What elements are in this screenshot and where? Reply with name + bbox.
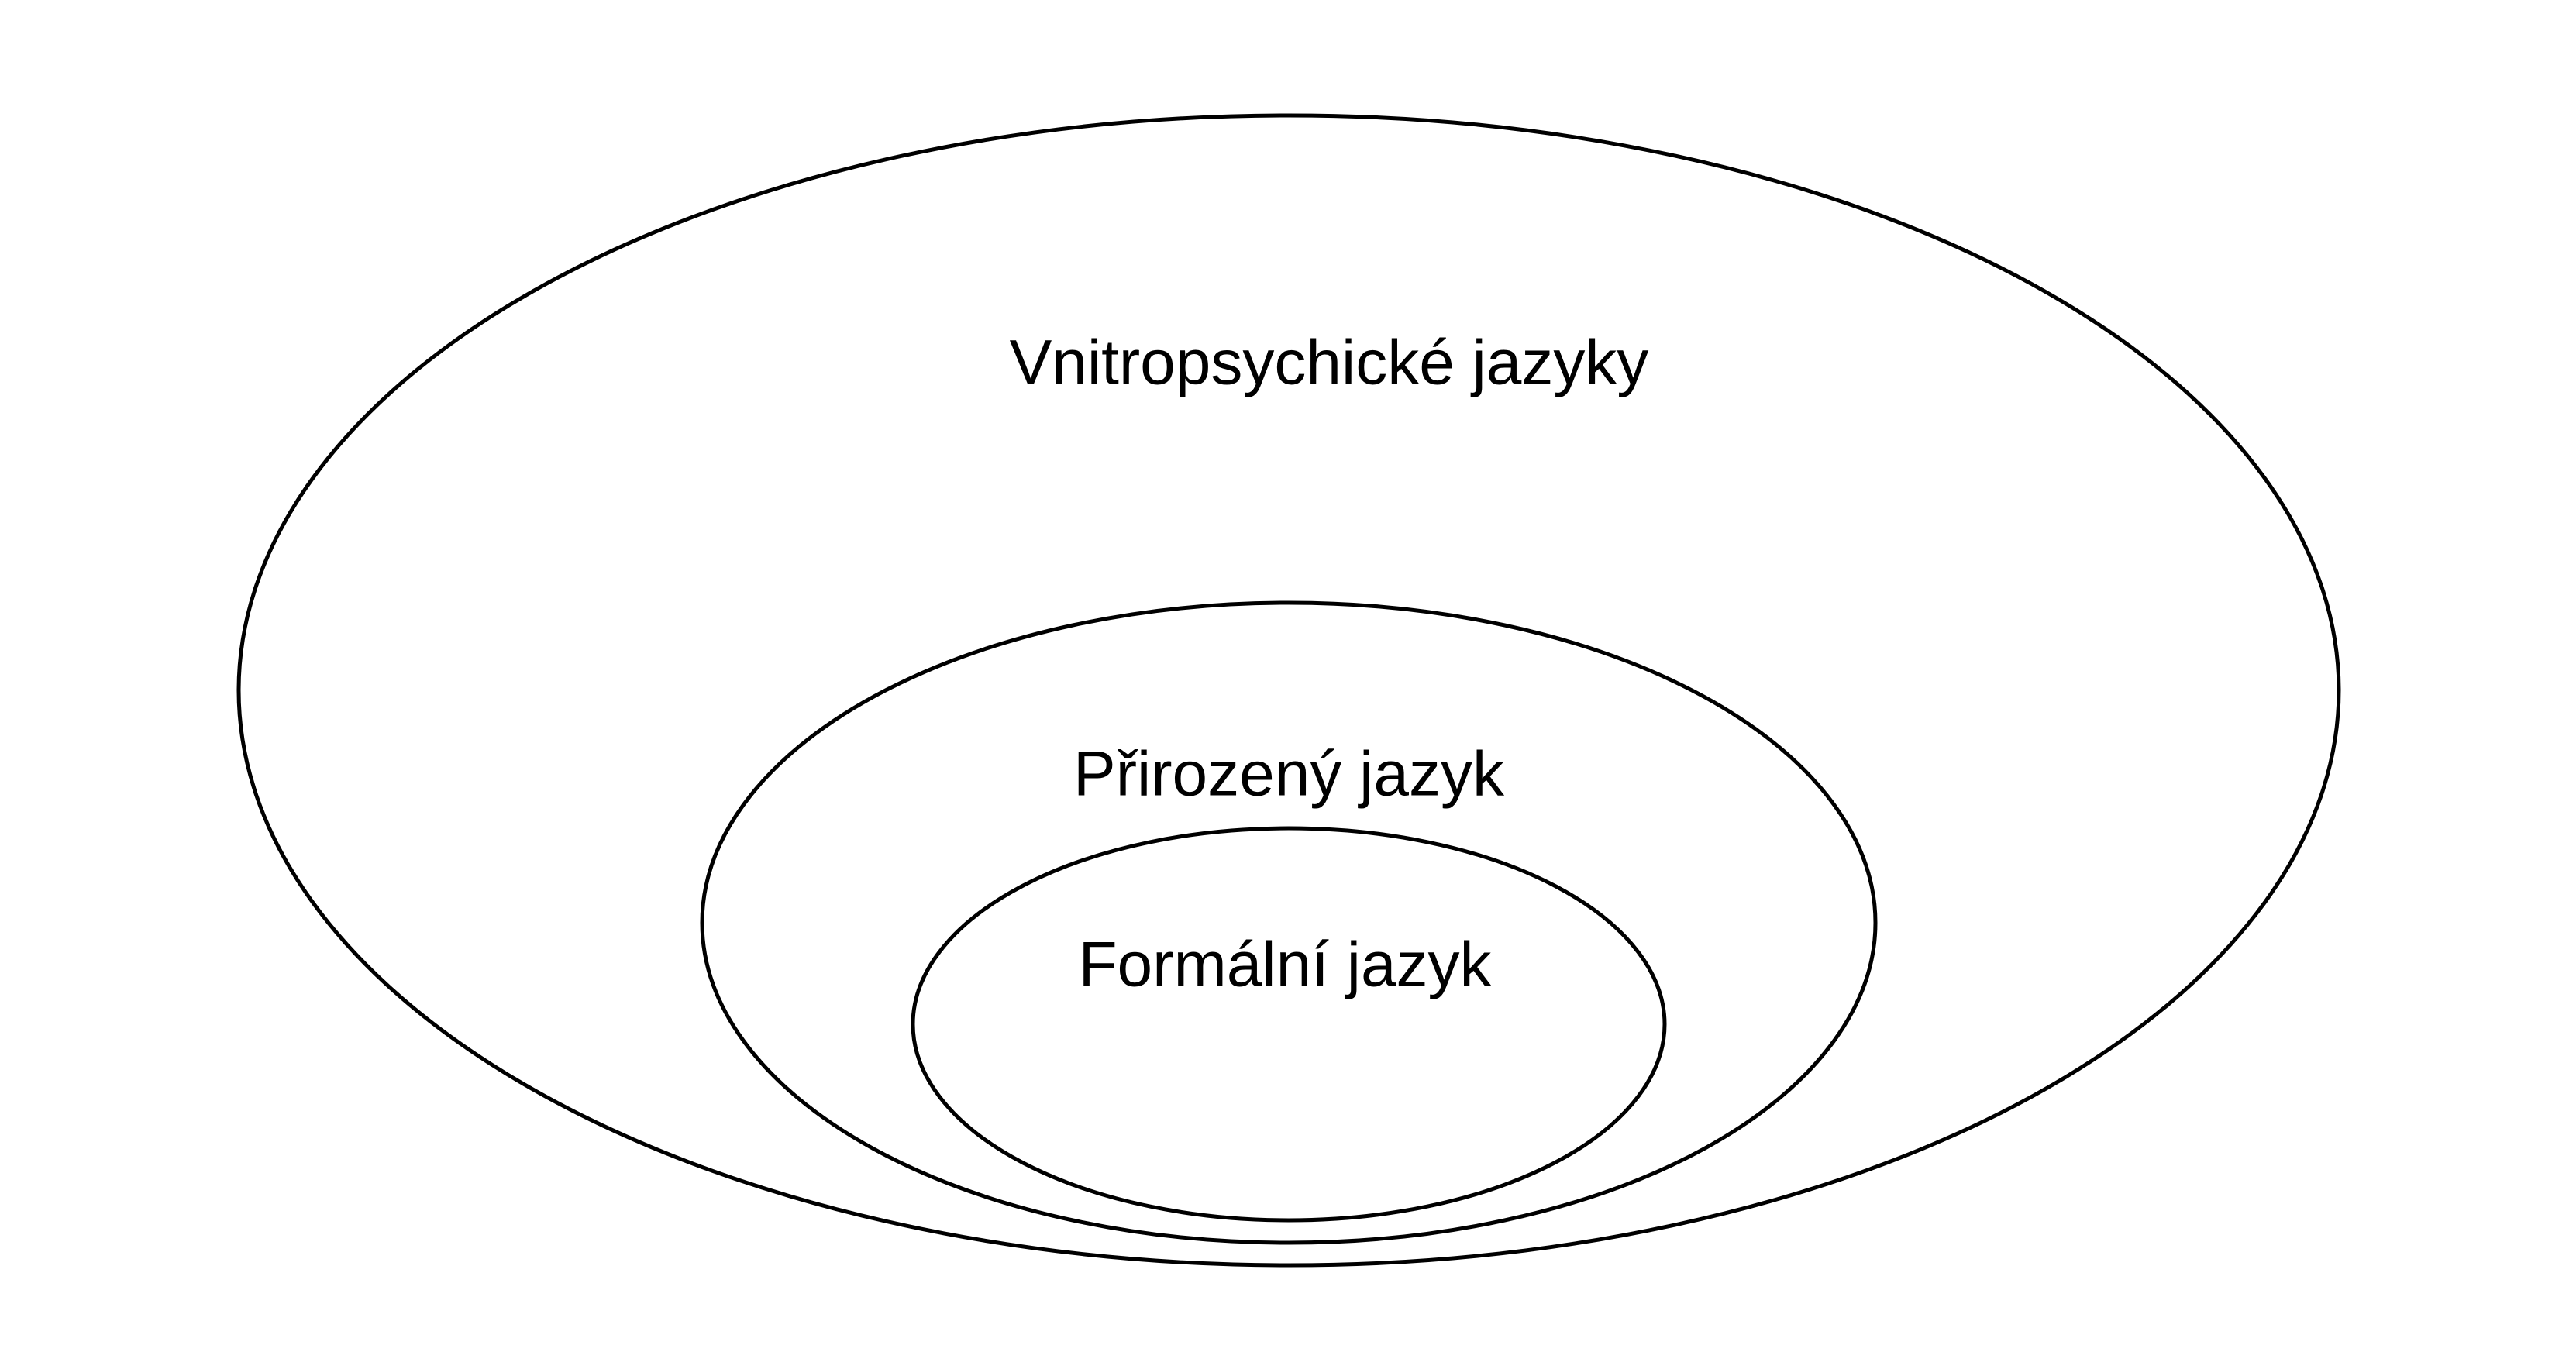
inner-label: Formální jazyk <box>1078 930 1492 1000</box>
outer-ellipse <box>236 113 2341 1268</box>
outer-label: Vnitropsychické jazyky <box>1010 328 1649 398</box>
middle-label: Přirozený jazyk <box>1073 739 1505 810</box>
middle-ellipse <box>700 600 1878 1245</box>
inner-ellipse <box>911 826 1667 1223</box>
